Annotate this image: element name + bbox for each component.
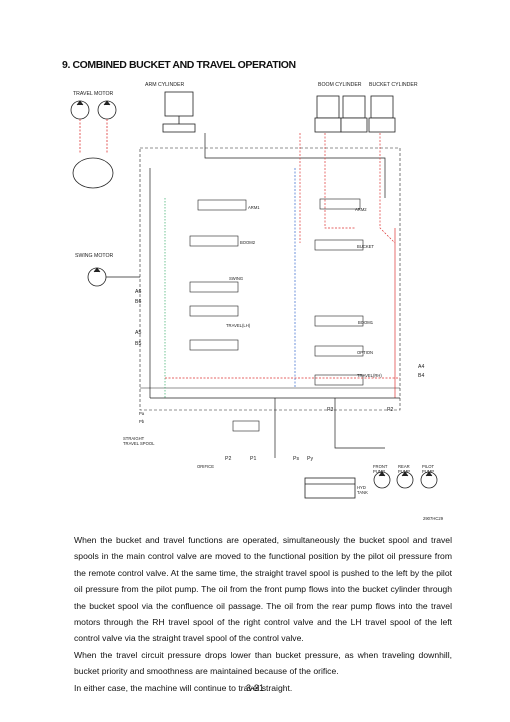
page-number: 3-31 [245,683,264,693]
pa-label: Pa [139,411,145,416]
orifice-label: ORIFICE [197,464,214,469]
travel-rh-label: TRAVEL(RH) [357,373,382,378]
hydraulic-circuit-diagram: ARM CYLINDER BOOM CYLINDER BUCKET CYLIND… [70,82,444,521]
left-spools [189,199,260,432]
reference-code: 2907HC29 [423,516,444,521]
p1-label: P1 [250,456,256,462]
boom1-label: BOOM1 [358,320,374,325]
pump-symbols [304,471,438,499]
travel-lh-label: TRAVEL(LH) [226,323,251,328]
travel-motor-label: TRAVEL MOTOR [73,91,114,97]
boom-bucket-cylinder-symbols [314,95,396,133]
swing-label: SWING [229,276,243,281]
swing-motor-symbol [87,267,140,287]
bucket-cylinder-label: BUCKET CYLINDER [369,82,418,88]
b5-label: B5 [135,341,141,347]
control-valve-body [139,147,401,411]
arm2-label: ARM2 [355,207,367,212]
arm-cylinder-symbol [162,91,196,133]
boom-cylinder-label: BOOM CYLINDER [318,82,362,88]
b6-label: B6 [135,299,141,305]
boom2-label: BOOM2 [240,240,256,245]
py-label: Py [307,456,313,462]
b4-label: B4 [418,373,424,379]
arm1-label: ARM1 [248,205,260,210]
ps-label: Ps [293,456,299,462]
p2-lower-label: P2 [225,456,231,462]
swing-motor-label: SWING MOTOR [75,253,113,259]
paragraph-2: When the travel circuit pressure drops l… [74,649,452,677]
paragraph-3: In either case, the machine will continu… [74,682,293,693]
a4-label: A4 [418,364,424,370]
description-text: When the bucket and travel functions are… [74,532,452,696]
travel-motor-symbols [70,100,117,189]
bucket-label: BUCKET [357,244,374,249]
pb-label: Pb [139,419,145,424]
section-title: 9. COMBINED BUCKET AND TRAVEL OPERATION [62,59,296,71]
right-spools [314,198,364,386]
p3-label: P3 [327,407,333,413]
a5-label: A5 [135,330,141,336]
arm-cylinder-label: ARM CYLINDER [145,82,184,88]
option-label: OPTION [357,350,373,355]
flow-lines [149,133,400,458]
p2-label: P2 [387,407,393,413]
a6-label: A6 [135,289,141,295]
paragraph-1: When the bucket and travel functions are… [74,535,452,644]
